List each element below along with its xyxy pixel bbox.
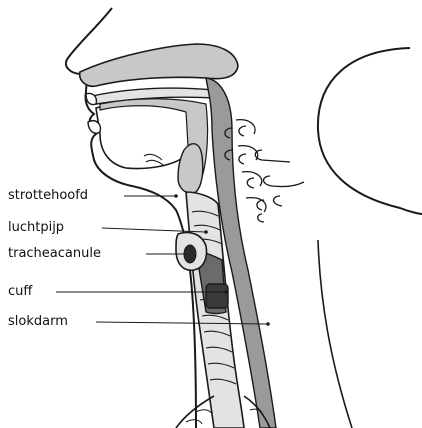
label-strottehoofd: strottehoofd bbox=[8, 189, 88, 203]
cuff bbox=[206, 284, 228, 308]
vertebrae bbox=[236, 120, 266, 212]
label-slokdarm: slokdarm bbox=[8, 315, 68, 329]
shoulder-outline bbox=[318, 240, 352, 428]
tongue bbox=[96, 102, 194, 169]
stoma-opening bbox=[184, 245, 196, 263]
label-luchtpijp: luchtpijp bbox=[8, 221, 64, 235]
back-neck-outline bbox=[318, 48, 422, 214]
lower-lip bbox=[88, 121, 100, 134]
label-cuff: cuff bbox=[8, 285, 32, 299]
nasal-cavity bbox=[80, 44, 238, 86]
label-tracheacanule: tracheacanule bbox=[8, 247, 101, 261]
upper-lip bbox=[86, 93, 96, 104]
